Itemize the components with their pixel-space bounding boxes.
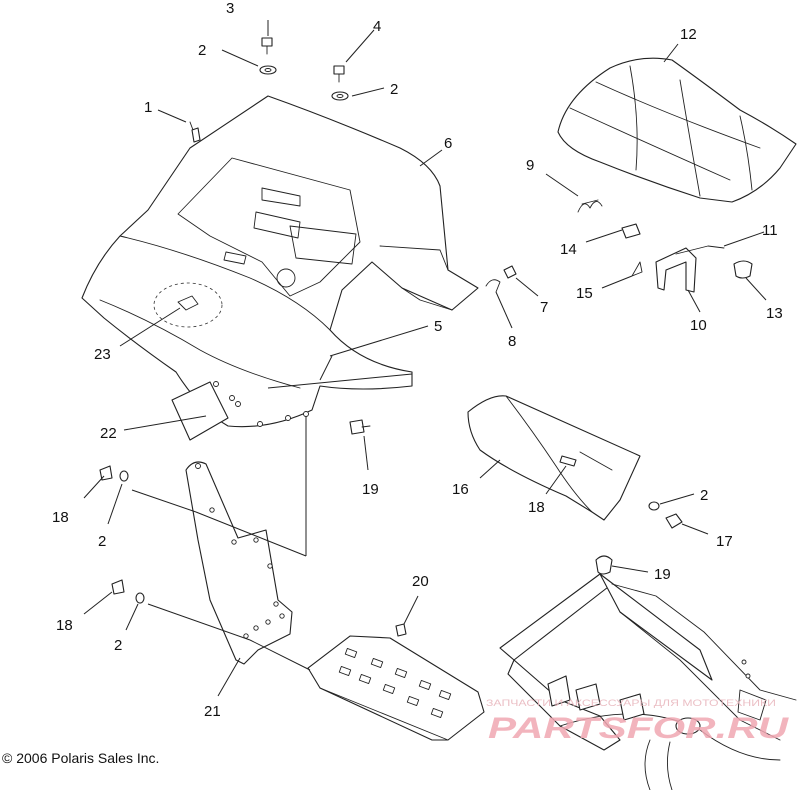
pin-15-part <box>631 261 643 277</box>
seat-part <box>557 57 797 203</box>
callout-18-left-upper: 18 <box>52 509 69 526</box>
callout-13: 13 <box>766 305 783 322</box>
callout-8: 8 <box>508 333 516 350</box>
watermark-brand: PARTSFOR.RU <box>488 712 790 745</box>
callout-15: 15 <box>576 285 593 302</box>
callout-17: 17 <box>716 533 733 550</box>
callout-18-panel: 18 <box>528 499 545 516</box>
callout-20: 20 <box>412 573 429 590</box>
latch-spring-part <box>577 199 603 213</box>
side-panel-part <box>467 395 641 521</box>
callout-2-left-lower: 2 <box>114 637 122 654</box>
callout-6: 6 <box>444 135 452 152</box>
callout-11: 11 <box>762 222 778 239</box>
watermark: ЗАПЧАСТИ И АКСЕССУАРЫ ДЛЯ МОТОТЕХНИКИ PA… <box>486 698 790 745</box>
callout-12: 12 <box>680 26 697 43</box>
fender-mounting-holes <box>213 381 309 427</box>
screw-4-part <box>331 65 349 101</box>
washer-2-left-upper-part <box>119 470 129 482</box>
callout-4: 4 <box>373 18 381 35</box>
callout-22: 22 <box>100 425 117 442</box>
callout-9: 9 <box>526 157 534 174</box>
callout-2-top-right: 2 <box>390 81 398 98</box>
callout-labels: 1 2 2 2 2 2 3 4 5 6 7 8 9 10 11 12 13 14… <box>52 0 783 720</box>
screw-18-panel-part <box>559 455 577 467</box>
fastener-19-lower-part <box>595 555 613 575</box>
mounting-bracket-part <box>185 461 293 665</box>
screw-3-part <box>259 37 277 75</box>
front-fender-part <box>81 95 479 428</box>
callout-3: 3 <box>226 0 234 17</box>
callout-14: 14 <box>560 241 577 258</box>
callout-16: 16 <box>452 481 469 498</box>
callout-2-right: 2 <box>700 487 708 504</box>
frame-part <box>499 573 797 790</box>
callout-10: 10 <box>690 317 707 334</box>
footrest-part <box>307 623 485 741</box>
seat-latch-part <box>655 247 697 293</box>
callout-18-left-lower: 18 <box>56 617 73 634</box>
nut-7-part <box>503 265 517 279</box>
callout-19-lower: 19 <box>654 566 671 583</box>
callout-5: 5 <box>434 318 442 335</box>
callout-23: 23 <box>94 346 111 363</box>
callout-2-left-upper: 2 <box>98 533 106 550</box>
leader-lines <box>83 20 767 697</box>
rubber-bumper-part <box>733 260 753 279</box>
push-pin-part <box>189 121 201 143</box>
mud-flap-part <box>171 381 229 441</box>
latch-rod-part <box>675 245 725 255</box>
watermark-tagline: ЗАПЧАСТИ И АКСЕССУАРЫ ДЛЯ МОТОТЕХНИКИ <box>486 698 776 709</box>
nut-18-left-lower-part <box>111 579 125 595</box>
washer-2-right-part <box>648 501 660 511</box>
copyright-notice: © 2006 Polaris Sales Inc. <box>2 750 159 766</box>
callout-2-top-left: 2 <box>198 42 206 59</box>
fastener-19-upper-part <box>349 419 371 435</box>
clip-14-part <box>621 223 641 239</box>
nut-17-part <box>665 513 683 529</box>
clip-8-part <box>485 279 501 293</box>
callout-1: 1 <box>144 99 152 116</box>
washer-2-left-lower-part <box>135 592 145 604</box>
callout-7: 7 <box>540 299 548 316</box>
callout-21: 21 <box>204 703 221 720</box>
callout-19-upper: 19 <box>362 481 379 498</box>
